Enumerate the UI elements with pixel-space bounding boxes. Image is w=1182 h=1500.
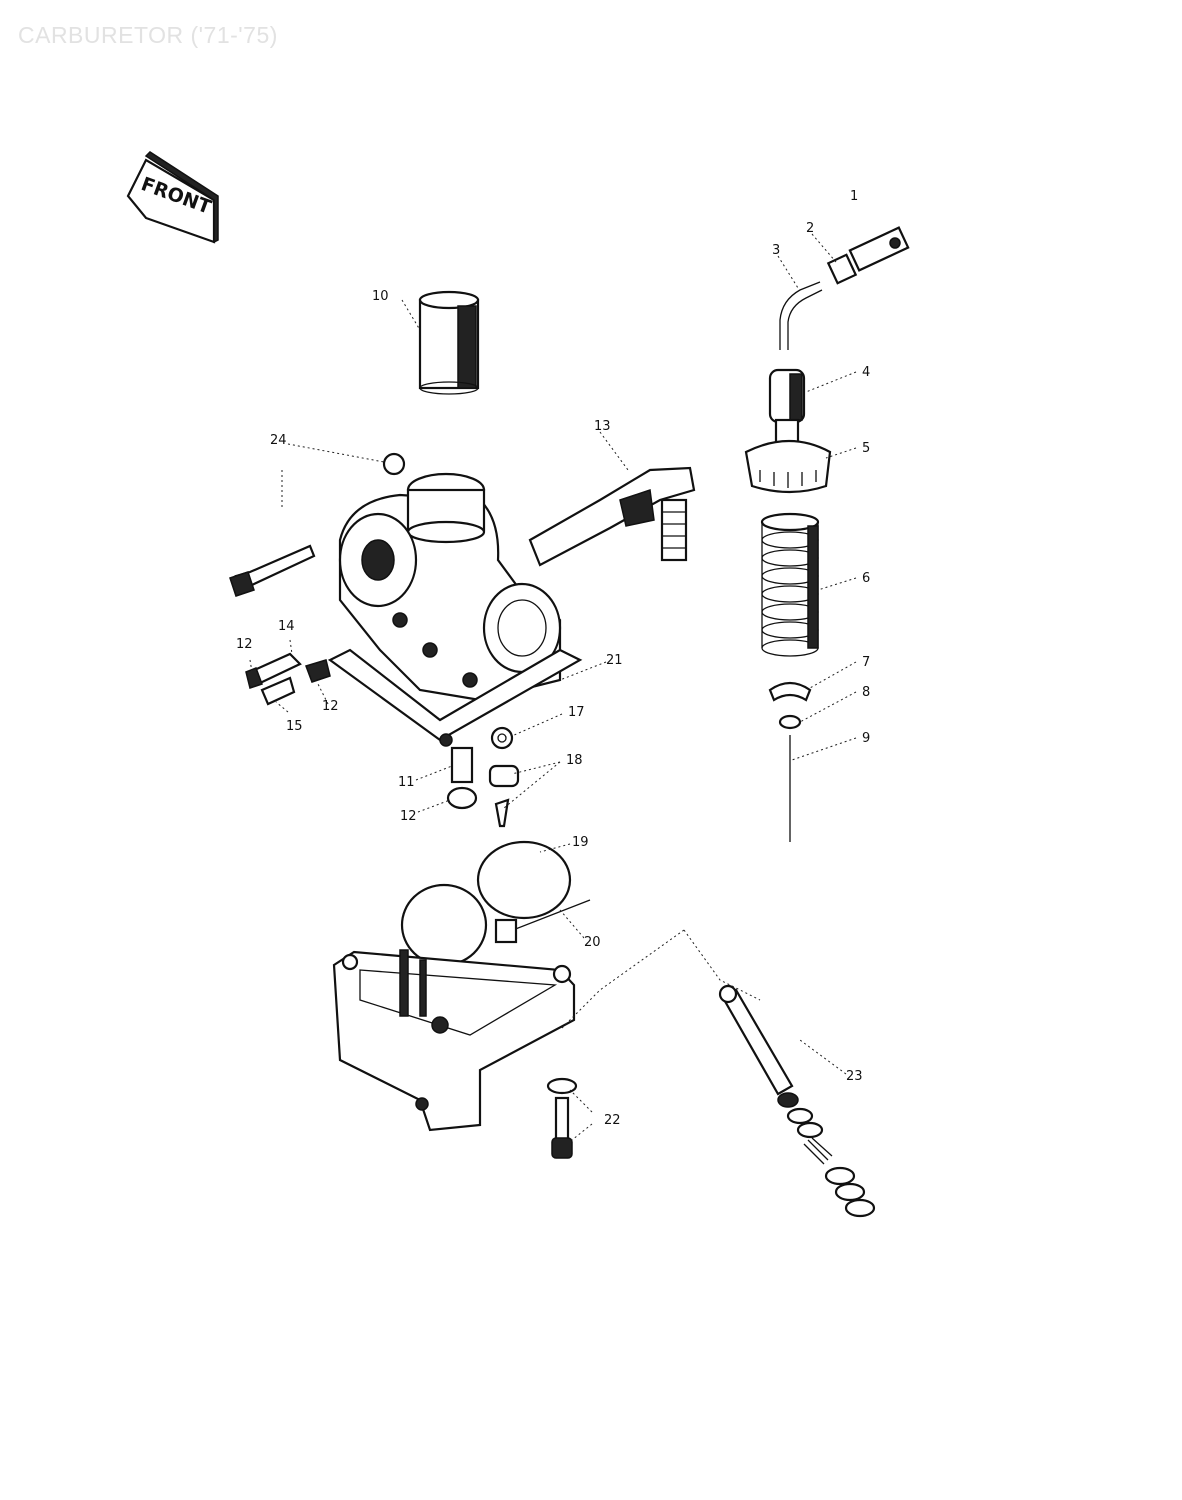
callout-24: 24 xyxy=(270,433,287,448)
body-mounting-screw xyxy=(229,452,406,597)
callout-19: 19 xyxy=(572,835,589,850)
callout-16: 12 xyxy=(236,637,253,652)
callout-20: 20 xyxy=(584,935,601,950)
front-arrow-sign: FRONT xyxy=(126,151,219,244)
callout-1: 1 xyxy=(850,189,858,204)
callout-3: 3 xyxy=(772,243,780,258)
throttle-lever xyxy=(528,466,696,567)
starter-plunger-assembly xyxy=(718,984,876,1218)
callout-9: 9 xyxy=(862,731,870,746)
callout-numbers: 1 2 3 4 5 6 7 8 9 10 11 12 13 14 15 12 1… xyxy=(236,189,870,1128)
carburetor-cap-ring xyxy=(744,439,832,494)
callout-14: 14 xyxy=(278,619,295,634)
cable-adjuster-assembly xyxy=(779,226,910,350)
callout-18: 18 xyxy=(566,753,583,768)
needle-clip-retainer xyxy=(768,681,812,842)
air-funnel xyxy=(418,290,480,395)
callout-23: 23 xyxy=(846,1069,863,1084)
callout-2: 2 xyxy=(806,221,814,236)
bowl-screw xyxy=(546,1077,578,1159)
float-assembly xyxy=(400,840,591,967)
callout-8: 8 xyxy=(862,685,870,700)
callout-22: 22 xyxy=(604,1113,621,1128)
callout-7: 7 xyxy=(862,655,870,670)
callout-12b: 12 xyxy=(322,699,339,714)
callout-21: 21 xyxy=(606,653,623,668)
callout-5: 5 xyxy=(862,441,870,456)
callout-6: 6 xyxy=(862,571,870,586)
callout-15: 15 xyxy=(286,719,303,734)
callout-4: 4 xyxy=(862,365,870,380)
carburetor-body xyxy=(327,472,583,747)
float-bowl xyxy=(332,949,576,1132)
callout-12a: 12 xyxy=(400,809,417,824)
callout-11: 11 xyxy=(398,775,415,790)
diagram-title: CARBURETOR ('71-'75) xyxy=(18,22,278,48)
callout-13: 13 xyxy=(594,419,611,434)
leader-lines xyxy=(249,233,857,1141)
callout-17: 17 xyxy=(568,705,585,720)
main-jet-and-float-valve xyxy=(446,726,520,828)
throttle-spring xyxy=(760,512,820,657)
idle-adjust-screws xyxy=(245,652,331,706)
carburetor-cap-top xyxy=(768,368,806,446)
callout-10: 10 xyxy=(372,289,389,304)
